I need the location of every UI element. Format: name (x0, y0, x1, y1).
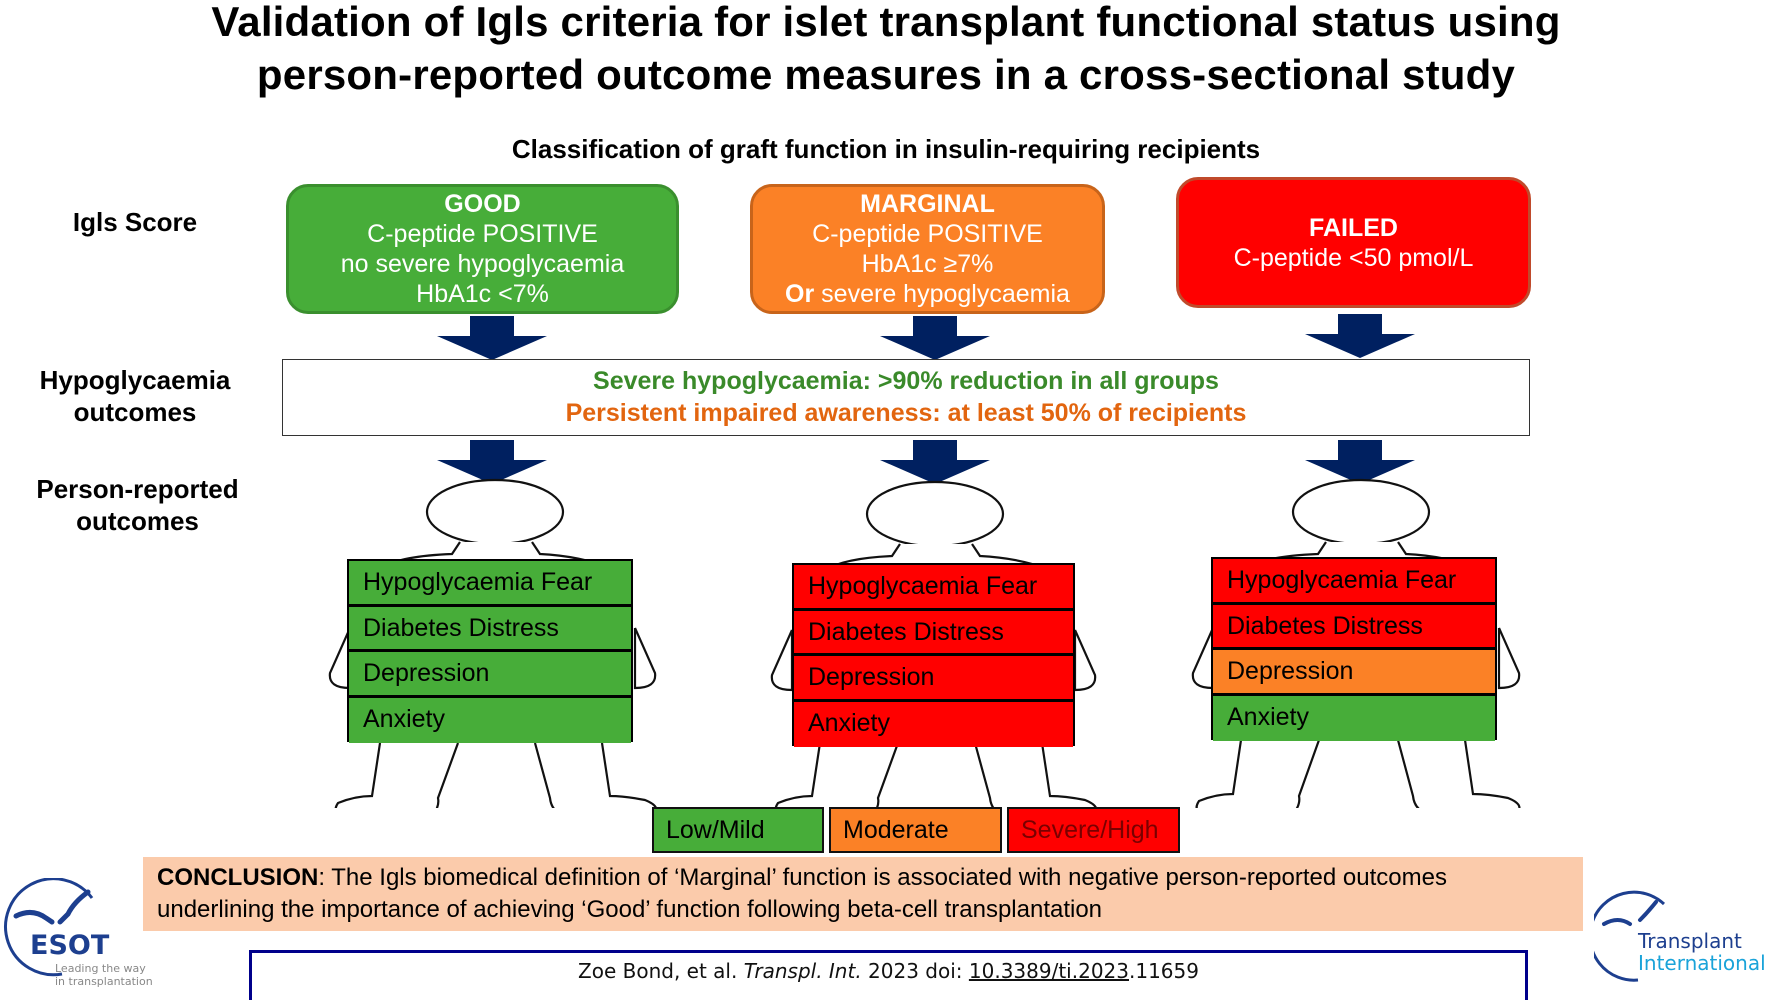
down-arrow-icon (1305, 314, 1415, 358)
esot-tagline-line1: Leading the way (55, 962, 146, 975)
prom-row-hypoglycaemia-fear: Hypoglycaemia Fear (349, 561, 631, 607)
prom-row-depression: Depression (1213, 650, 1495, 696)
prom-row-diabetes-distress: Diabetes Distress (1213, 604, 1495, 650)
esot-logo: ESOT Leading the way in transplantation (2, 878, 162, 994)
transplant-international-text: Transplant International (1638, 930, 1766, 974)
row-label-hypoglycaemia-line1: Hypoglycaemia (39, 365, 231, 395)
prom-row-hypoglycaemia-fear: Hypoglycaemia Fear (1213, 559, 1495, 605)
igls-good-box: GOOD C-peptide POSITIVE no severe hypogl… (286, 184, 679, 314)
hypoglycaemia-outcomes-box: Severe hypoglycaemia: >90% reduction in … (282, 359, 1530, 436)
igls-marginal-title: MARGINAL (860, 190, 995, 218)
igls-marginal-line: C-peptide POSITIVE (812, 220, 1043, 248)
igls-failed-box: FAILED C-peptide <50 pmol/L (1176, 177, 1531, 308)
citation-doi-suffix: .11659 (1129, 959, 1199, 983)
igls-marginal-line: HbA1c ≥7% (861, 250, 994, 278)
legend-severe-high: Severe/High (1007, 807, 1180, 853)
down-arrow-icon (880, 440, 990, 484)
prom-row-anxiety: Anxiety (794, 701, 1073, 747)
main-title-line-2: person-reported outcome measures in a cr… (256, 51, 1516, 98)
row-label-hypoglycaemia: Hypoglycaemia outcomes (20, 364, 250, 428)
igls-marginal-or-line: Or severe hypoglycaemia (753, 279, 1102, 309)
prom-row-hypoglycaemia-fear: Hypoglycaemia Fear (794, 565, 1073, 611)
down-arrow-icon (437, 316, 547, 360)
prom-row-depression: Depression (349, 652, 631, 698)
igls-good-line: no severe hypoglycaemia (340, 250, 625, 278)
igls-good-title: GOOD (444, 190, 521, 218)
conclusion-text: : The Igls biomedical definition of ‘Mar… (318, 864, 1447, 891)
legend-moderate: Moderate (829, 807, 1002, 853)
esot-tagline-line2: in transplantation (55, 975, 153, 988)
row-label-person-reported-line2: outcomes (76, 506, 199, 536)
impaired-awareness-outcome: Persistent impaired awareness: at least … (565, 399, 1247, 427)
down-arrow-icon (880, 316, 990, 360)
main-title-line-1: Validation of Igls criteria for islet tr… (211, 0, 1561, 45)
ti-line1: Transplant (1638, 929, 1742, 953)
severe-hypoglycaemia-outcome: Severe hypoglycaemia: >90% reduction in … (593, 367, 1219, 395)
citation-doi-link[interactable]: 10.3389/ti.2023 (968, 959, 1129, 983)
down-arrow-icon (1305, 440, 1415, 484)
prom-row-depression: Depression (794, 656, 1073, 702)
or-prefix: Or (785, 280, 815, 308)
or-text: severe hypoglycaemia (814, 280, 1070, 308)
citation-box: Zoe Bond, et al. Transpl. Int. 2023 doi:… (249, 950, 1528, 1000)
row-label-person-reported-line1: Person-reported (36, 474, 239, 504)
conclusion-box: CONCLUSION: The Igls biomedical definiti… (143, 857, 1583, 931)
row-label-hypoglycaemia-line2: outcomes (73, 397, 197, 427)
prom-table-marginal: Hypoglycaemia Fear Diabetes Distress Dep… (792, 563, 1075, 747)
prom-row-anxiety: Anxiety (1213, 695, 1495, 741)
igls-failed-line: C-peptide <50 pmol/L (1233, 243, 1474, 272)
subtitle: Classification of graft function in insu… (511, 134, 1261, 164)
prom-row-anxiety: Anxiety (349, 697, 631, 743)
igls-good-line: C-peptide POSITIVE (367, 220, 598, 248)
igls-marginal-box: MARGINAL C-peptide POSITIVE HbA1c ≥7% Or… (750, 184, 1105, 314)
conclusion-text-line2: underlining the importance of achieving … (157, 896, 1103, 923)
transplant-international-hands-icon (1594, 890, 1666, 982)
igls-good-line: HbA1c <7% (416, 280, 549, 308)
ti-line2: International (1638, 951, 1766, 975)
legend-low-mild: Low/Mild (652, 807, 824, 853)
prom-row-diabetes-distress: Diabetes Distress (794, 610, 1073, 656)
esot-tagline: Leading the way in transplantation (55, 962, 153, 988)
row-label-person-reported: Person-reported outcomes (20, 473, 255, 537)
prom-table-failed: Hypoglycaemia Fear Diabetes Distress Dep… (1211, 557, 1497, 741)
esot-hands-icon (4, 878, 94, 977)
down-arrow-icon (437, 440, 547, 484)
row-label-igls-score: Igls Score (72, 207, 198, 237)
esot-logo-text: ESOT (30, 930, 110, 961)
citation-year: 2023 doi: (861, 959, 969, 983)
prom-row-diabetes-distress: Diabetes Distress (349, 606, 631, 652)
conclusion-label: CONCLUSION (157, 864, 319, 891)
citation-journal: Transpl. Int. (743, 959, 862, 983)
transplant-international-logo: Transplant International (1594, 888, 1772, 994)
igls-failed-title: FAILED (1309, 213, 1398, 242)
prom-table-good: Hypoglycaemia Fear Diabetes Distress Dep… (347, 559, 633, 743)
citation-authors: Zoe Bond, et al. (578, 959, 744, 983)
